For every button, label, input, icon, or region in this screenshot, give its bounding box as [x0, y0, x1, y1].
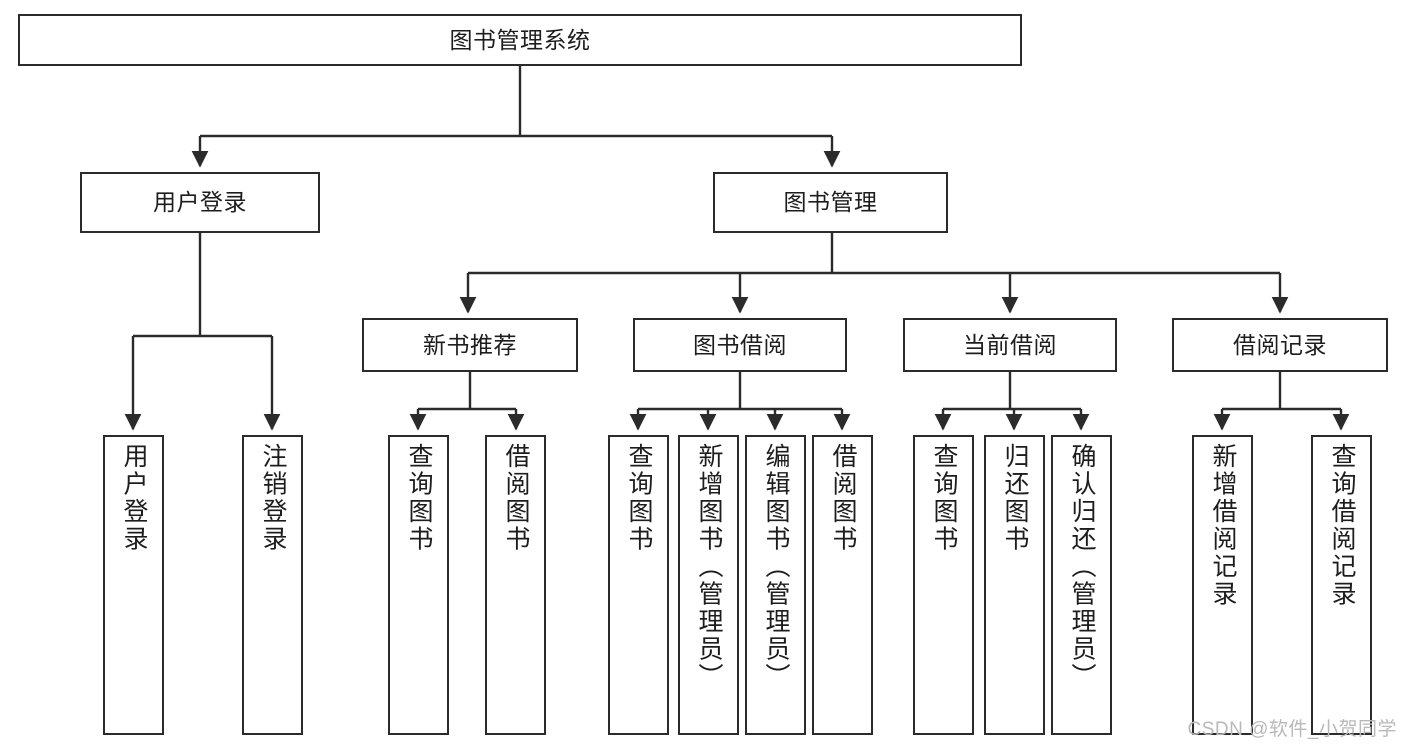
- node-borrow-record[interactable]: 借阅记录: [1172, 318, 1388, 372]
- node-leaf-query-record-label: 查询借阅记录: [1328, 443, 1356, 608]
- node-current-borrow-label: 当前借阅: [963, 331, 1057, 358]
- node-leaf-add-book-admin-label: 新增图书（管理员）: [695, 443, 723, 691]
- node-leaf-borrow-book-2[interactable]: 借阅图书: [812, 435, 873, 735]
- node-book-manage-label: 图书管理: [783, 189, 878, 216]
- node-leaf-logout[interactable]: 注销登录: [242, 435, 303, 735]
- node-leaf-edit-book-admin[interactable]: 编辑图书（管理员）: [745, 435, 806, 735]
- node-book-borrow[interactable]: 图书借阅: [633, 318, 847, 372]
- watermark: CSDN @软件_小贺同学: [1187, 719, 1397, 740]
- node-leaf-query-record[interactable]: 查询借阅记录: [1311, 435, 1372, 735]
- node-leaf-add-book-admin[interactable]: 新增图书（管理员）: [678, 435, 739, 735]
- node-leaf-query-book-3-label: 查询图书: [930, 443, 958, 553]
- node-new-book-recommend[interactable]: 新书推荐: [362, 318, 578, 372]
- node-leaf-borrow-book-2-label: 借阅图书: [829, 443, 857, 553]
- node-leaf-return-book[interactable]: 归还图书: [984, 435, 1045, 735]
- node-leaf-user-login-label: 用户登录: [120, 443, 148, 553]
- node-leaf-logout-label: 注销登录: [259, 443, 287, 553]
- node-leaf-user-login[interactable]: 用户登录: [103, 435, 164, 735]
- node-leaf-query-book-2-label: 查询图书: [625, 443, 653, 553]
- node-leaf-query-book-3[interactable]: 查询图书: [913, 435, 974, 735]
- node-leaf-return-book-label: 归还图书: [1001, 443, 1029, 553]
- node-leaf-borrow-book-1-label: 借阅图书: [502, 443, 530, 553]
- node-user-login-label: 用户登录: [153, 189, 247, 216]
- node-book-borrow-label: 图书借阅: [693, 331, 787, 358]
- node-root[interactable]: 图书管理系统: [18, 14, 1022, 66]
- node-borrow-record-label: 借阅记录: [1233, 331, 1327, 358]
- node-root-label: 图书管理系统: [449, 26, 591, 53]
- node-leaf-add-record[interactable]: 新增借阅记录: [1192, 435, 1253, 735]
- node-leaf-confirm-return[interactable]: 确认归还（管理员）: [1051, 435, 1112, 735]
- node-current-borrow[interactable]: 当前借阅: [903, 318, 1117, 372]
- node-book-manage[interactable]: 图书管理: [713, 172, 948, 233]
- node-new-book-recommend-label: 新书推荐: [423, 331, 517, 358]
- node-leaf-query-book-1[interactable]: 查询图书: [388, 435, 449, 735]
- node-leaf-edit-book-admin-label: 编辑图书（管理员）: [762, 443, 790, 691]
- node-leaf-query-book-1-label: 查询图书: [405, 443, 433, 553]
- node-user-login[interactable]: 用户登录: [80, 172, 320, 233]
- node-leaf-borrow-book-1[interactable]: 借阅图书: [485, 435, 546, 735]
- node-leaf-query-book-2[interactable]: 查询图书: [608, 435, 669, 735]
- node-leaf-confirm-return-label: 确认归还（管理员）: [1068, 443, 1096, 691]
- node-leaf-add-record-label: 新增借阅记录: [1209, 443, 1237, 608]
